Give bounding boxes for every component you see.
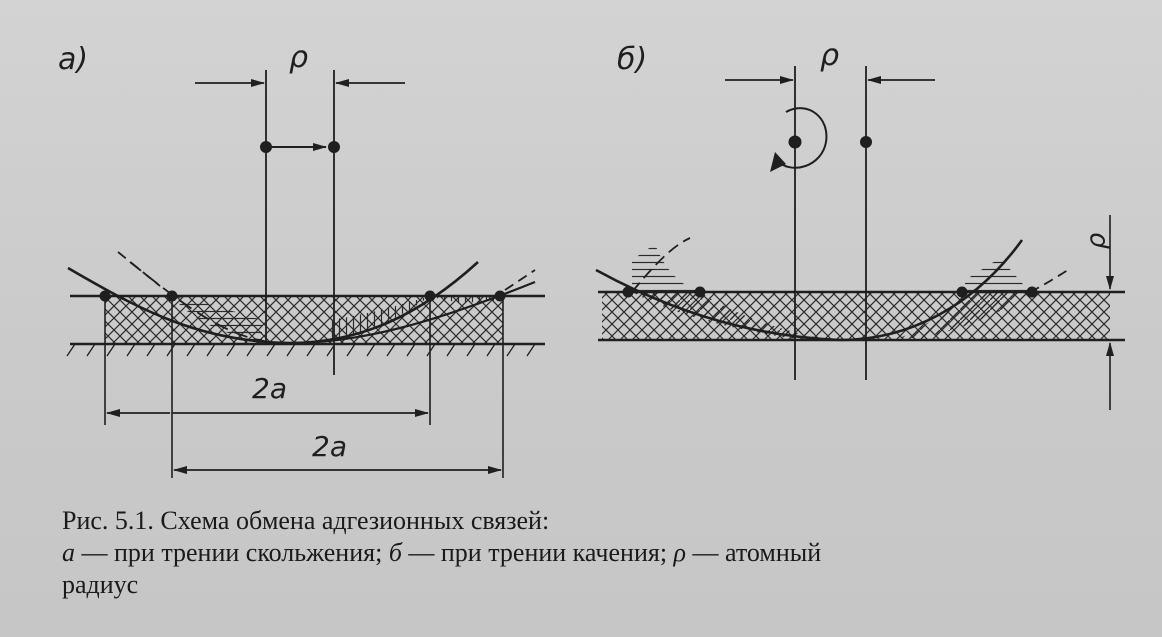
caption-rho-text: — атомный <box>686 538 822 567</box>
panel-a-right-shading <box>330 296 430 342</box>
panel-a-rho-label: ρ <box>289 40 309 75</box>
dimension-2a-upper: 2a <box>252 372 287 405</box>
panel-b-label: б) <box>617 42 648 77</box>
panel-a-left-shading <box>172 296 262 342</box>
panel-a-layer <box>105 296 503 344</box>
dimension-2a-lower: 2a <box>312 430 347 463</box>
caption-a-text: — при трении скольжения; <box>75 538 389 567</box>
caption-b-text: — при трении качения; <box>401 538 674 567</box>
panel-a-label: а) <box>58 42 89 77</box>
rotation-arrow <box>775 107 828 169</box>
caption-b-letter: б <box>388 538 402 567</box>
panel-b-curve-1 <box>595 239 1024 342</box>
caption-tail: радиус <box>62 570 139 599</box>
panel-b-vertical-rho-label: ρ <box>1081 232 1112 250</box>
caption-line-2: а — при трении скольжения; б — при трени… <box>62 537 1132 569</box>
panel-b <box>595 66 1125 410</box>
panel-a <box>66 70 545 478</box>
panel-b-rho-label: ρ <box>820 38 840 73</box>
adhesion-bond-diagram <box>66 66 1125 478</box>
caption-rho-letter: ρ <box>673 538 687 567</box>
figure-caption: Рис. 5.1. Схема обмена адгезионных связе… <box>62 505 1132 601</box>
caption-a-letter: а <box>62 538 75 567</box>
caption-title: Рис. 5.1. Схема обмена адгезионных связе… <box>62 506 550 535</box>
